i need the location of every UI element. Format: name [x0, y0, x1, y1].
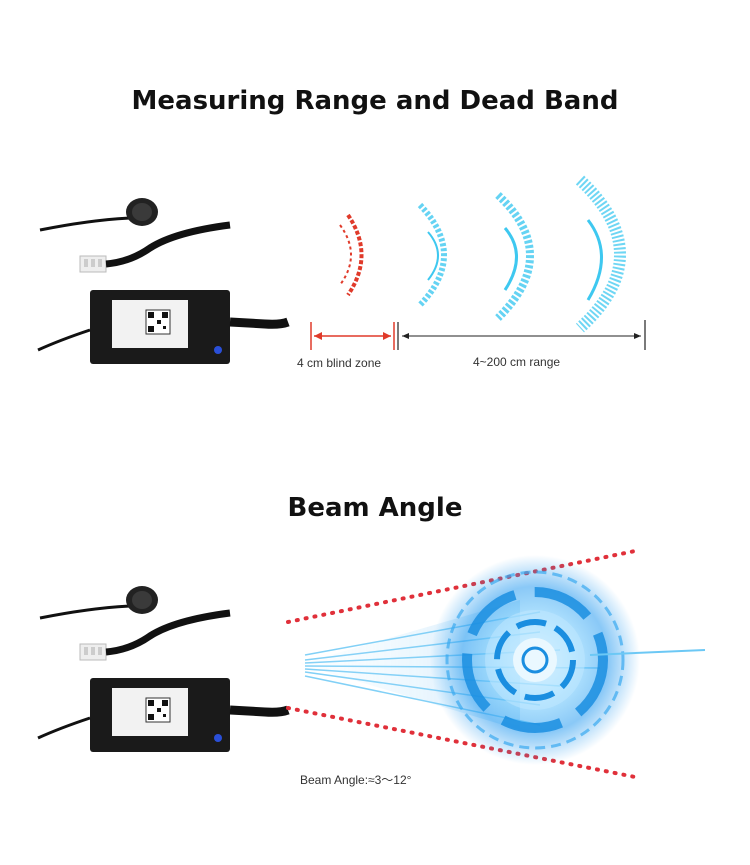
beam-angle-label: Beam Angle:≈3〜12°: [300, 773, 412, 787]
device-image-bottom: [38, 586, 288, 752]
blind-zone-wave: [339, 213, 364, 297]
title-measuring-range: Measuring Range and Dead Band: [131, 86, 619, 116]
blind-zone-label: 4 cm blind zone: [297, 356, 382, 370]
title-beam-angle: Beam Angle: [287, 493, 463, 523]
range-waves: [417, 175, 626, 333]
blind-zone-arrow: [310, 322, 395, 350]
device-image-top: [38, 198, 288, 364]
range-arrow: [397, 320, 646, 350]
range-label: 4~200 cm range: [473, 355, 561, 369]
beam-target-orb: [430, 555, 706, 765]
